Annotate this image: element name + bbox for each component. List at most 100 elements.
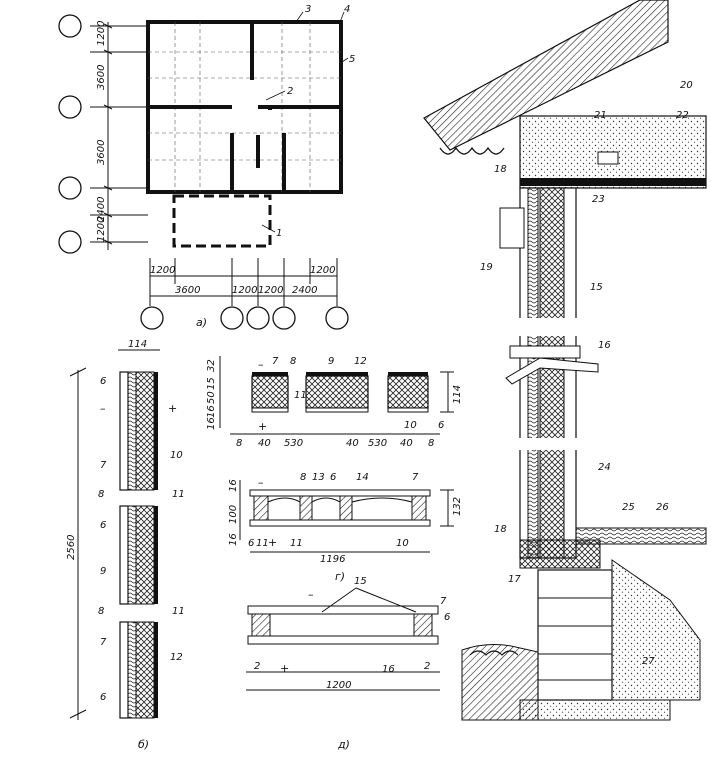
sign-plus: + xyxy=(258,420,267,433)
sign-plus: + xyxy=(168,402,177,415)
floor-plan-a: 1200 3600 3600 2400 1200 xyxy=(58,4,355,330)
dim-label: 8 xyxy=(236,438,242,449)
callout-label: 4 xyxy=(344,4,350,15)
callout-label: 7 xyxy=(272,356,279,367)
callout-label: 2 xyxy=(287,86,293,97)
dim-label: 1200 xyxy=(232,285,257,296)
callout-label: 21 xyxy=(594,110,607,121)
dim-label: 114 xyxy=(452,385,463,404)
callout-label: 11 xyxy=(172,606,185,617)
sign-minus: – xyxy=(308,588,314,601)
dim-label: 1200 xyxy=(310,265,335,276)
axis-marker xyxy=(58,14,82,38)
dim-label: 32 xyxy=(206,359,217,372)
dim-label: 16 xyxy=(228,479,239,492)
dim-label: 15 xyxy=(206,377,217,390)
callout-label: 15 xyxy=(354,576,367,587)
dim-label: 1200 xyxy=(258,285,283,296)
sign-plus: + xyxy=(280,662,289,675)
callout-label: 15 xyxy=(590,282,603,293)
dim-label: 16 xyxy=(206,417,217,430)
panel-section-d: 2 1200 2 – + 15 7 6 16 д) xyxy=(246,576,450,751)
callout-label: 7 xyxy=(100,460,107,471)
caption-d: д) xyxy=(337,738,350,751)
sign-minus: – xyxy=(258,358,264,371)
caption-b: б) xyxy=(138,738,149,751)
callout-label: 6 xyxy=(100,376,106,387)
dim-label: 2 xyxy=(424,661,430,672)
callout-label: 6 xyxy=(438,420,444,431)
callout-label: 3 xyxy=(305,4,311,15)
dim-label: 1200 xyxy=(150,265,175,276)
axis-marker xyxy=(140,306,164,330)
dim-label: 3600 xyxy=(175,285,200,296)
callout-label: 16 xyxy=(382,664,395,675)
axis-marker xyxy=(58,176,82,200)
callout-label: 8 xyxy=(300,472,306,483)
callout-label: 11 xyxy=(294,390,307,401)
sign-plus: + xyxy=(268,536,277,549)
callout-label: 6 xyxy=(100,692,106,703)
wall-joint-section-g: 16 100 16 132 1196 г) – + 8 13 6 14 7 xyxy=(228,472,463,583)
dim-label: 8 xyxy=(428,438,434,449)
callout-label: 11 xyxy=(256,538,269,549)
callout-label: 18 xyxy=(494,524,507,535)
callout-label: 7 xyxy=(412,472,419,483)
callout-label: 9 xyxy=(328,356,334,367)
callout-label: 22 xyxy=(676,110,689,121)
dim-label: 1196 xyxy=(320,554,345,565)
caption-g: г) xyxy=(335,570,345,583)
sign-minus: – xyxy=(100,402,106,415)
callout-label: 10 xyxy=(396,538,409,549)
callout-label: 6 xyxy=(444,612,450,623)
callout-label: 17 xyxy=(508,574,521,585)
callout-label: 6 xyxy=(100,520,106,531)
dim-label: 2400 xyxy=(96,197,107,222)
dim-label: 40 xyxy=(346,438,359,449)
callout-label: 6 xyxy=(330,472,336,483)
callout-label: 24 xyxy=(598,462,611,473)
callout-label: 8 xyxy=(98,489,104,500)
dim-label: 1200 xyxy=(326,680,351,691)
callout-label: 9 xyxy=(100,566,106,577)
dim-label: 16 xyxy=(228,533,239,546)
callout-label: 26 xyxy=(656,502,669,513)
dim-label: 3600 xyxy=(96,65,107,90)
callout-label: 14 xyxy=(356,472,369,483)
callout-label: 6 xyxy=(248,538,254,549)
dim-label: 2400 xyxy=(292,285,317,296)
dim-label: 40 xyxy=(258,438,271,449)
dim-label: 530 xyxy=(368,438,387,449)
axis-marker xyxy=(220,306,244,330)
dim-label: 16 xyxy=(206,405,217,418)
callout-label: 13 xyxy=(312,472,325,483)
callout-label: 12 xyxy=(170,652,183,663)
dim-label: 2560 xyxy=(66,535,77,560)
dim-label: 132 xyxy=(452,497,463,516)
callout-label: 23 xyxy=(592,194,605,205)
callout-label: 8 xyxy=(98,606,104,617)
callout-label: 10 xyxy=(170,450,183,461)
callout-label: 7 xyxy=(440,596,447,607)
callout-label: 1 xyxy=(276,228,282,239)
dim-label: 100 xyxy=(228,505,239,524)
axis-marker xyxy=(272,306,296,330)
callout-label: 25 xyxy=(622,502,635,513)
callout-label: 20 xyxy=(680,80,693,91)
dim-label: 3600 xyxy=(96,140,107,165)
caption-a: а) xyxy=(196,316,207,329)
callout-label: 18 xyxy=(494,164,507,175)
callout-label: 27 xyxy=(642,656,655,667)
axis-marker xyxy=(58,95,82,119)
sign-minus: – xyxy=(258,476,264,489)
dim-label: 530 xyxy=(284,438,303,449)
axis-marker xyxy=(246,306,270,330)
callout-label: 8 xyxy=(290,356,296,367)
callout-label: 10 xyxy=(404,420,417,431)
dim-label: 2 xyxy=(254,661,260,672)
callout-label: 16 xyxy=(598,340,611,351)
dim-label: 1200 xyxy=(96,21,107,46)
dim-label: 1200 xyxy=(96,217,107,242)
callout-label: 7 xyxy=(100,637,107,648)
